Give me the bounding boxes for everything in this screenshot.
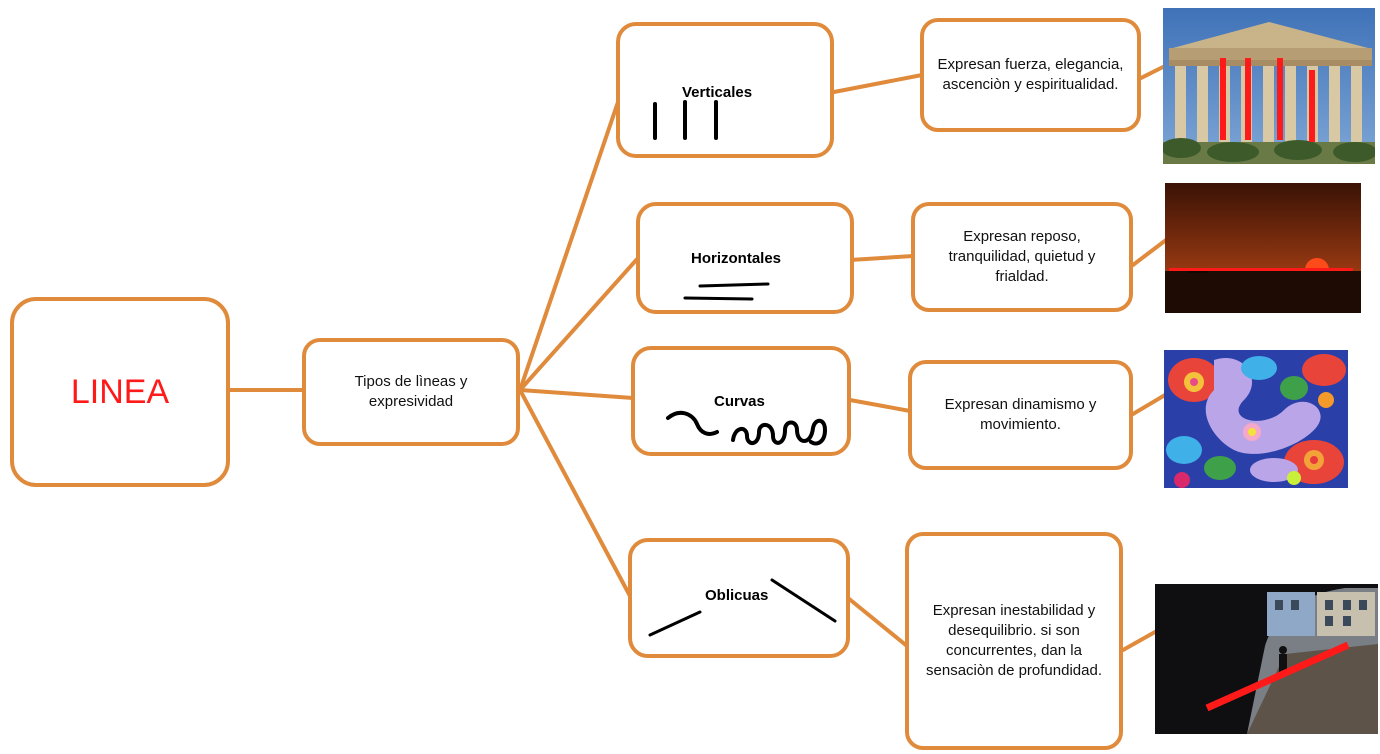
connector-oblicuas-photo — [1121, 630, 1157, 652]
type-title-verticales: Verticales — [682, 84, 753, 101]
colorful-abstract-photo — [1164, 350, 1348, 488]
vertical-lines-icon — [653, 100, 718, 140]
connector-oblicuas-desc — [846, 596, 909, 648]
description-text-oblicuas: Expresan inestabilidad y desequilibrio. … — [926, 602, 1102, 679]
connector-hub-verticales — [518, 100, 620, 392]
description-text-horizontales: Expresan reposo, tranquilidad, quietud y… — [948, 228, 1096, 285]
connector-hub-oblicuas — [518, 388, 632, 598]
type-node-curvas: Curvas — [631, 346, 851, 456]
hub-label: Tipos de lìneas y expresividad — [354, 373, 468, 410]
connector-verticales-photo — [1139, 64, 1167, 80]
description-verticales: Expresan fuerza, elegancia, ascenciòn y … — [920, 18, 1141, 132]
type-node-verticales: Verticales — [616, 22, 834, 158]
connector-horizontales-photo — [1131, 238, 1168, 267]
type-node-oblicuas: Oblicuas — [628, 538, 850, 658]
connector-hub-curvas — [518, 388, 635, 400]
description-horizontales: Expresan reposo, tranquilidad, quietud y… — [911, 202, 1133, 312]
description-oblicuas: Expresan inestabilidad y desequilibrio. … — [905, 532, 1123, 750]
hub-node: Tipos de lìneas y expresividad — [302, 338, 520, 446]
type-node-horizontales: Horizontales — [636, 202, 854, 314]
description-curvas: Expresan dinamismo y movimiento. — [908, 360, 1133, 470]
connector-verticales-desc — [832, 73, 924, 94]
greek-temple-photo — [1163, 8, 1375, 164]
root-node: LINEA — [10, 297, 230, 487]
curved-lines-icon — [666, 410, 827, 446]
horizontal-lines-icon — [683, 282, 770, 301]
connector-horizontales-desc — [848, 254, 915, 262]
sunset-horizon-photo — [1165, 183, 1361, 313]
oblique-lines-icon — [648, 578, 837, 637]
type-title-horizontales: Horizontales — [691, 250, 782, 267]
connector-curvas-desc — [848, 398, 912, 413]
description-text-curvas: Expresan dinamismo y movimiento. — [944, 396, 1097, 433]
type-title-oblicuas: Oblicuas — [705, 587, 769, 604]
type-title-curvas: Curvas — [714, 393, 765, 410]
description-text-verticales: Expresan fuerza, elegancia, ascenciòn y … — [937, 56, 1124, 93]
connector-hub-horizontales — [518, 256, 640, 392]
connector-curvas-photo — [1131, 393, 1167, 416]
root-label: LINEA — [70, 373, 170, 411]
archway-street-photo — [1155, 584, 1378, 734]
